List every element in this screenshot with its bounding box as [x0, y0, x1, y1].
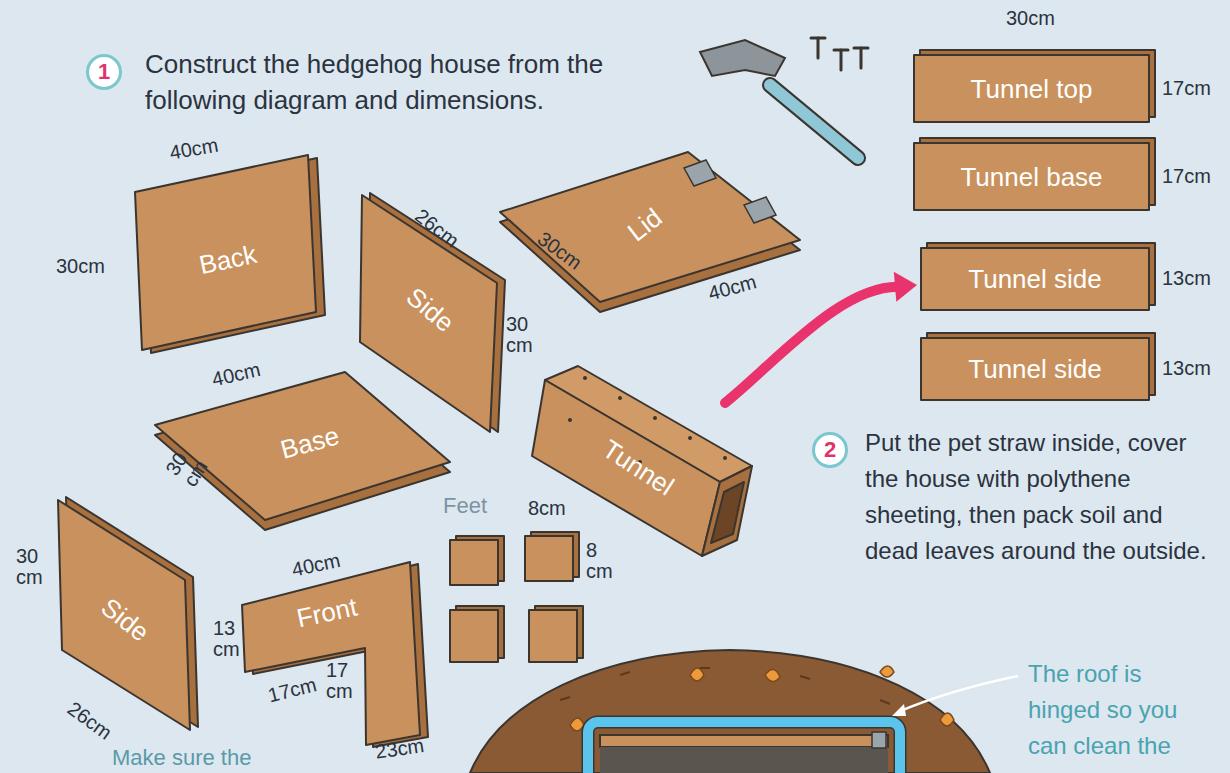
part-name: Tunnel top	[971, 73, 1093, 104]
part-name: Base	[277, 420, 342, 465]
dimension-label: 17 cm	[326, 660, 358, 702]
part-name: Front	[294, 592, 360, 635]
instruction-text: Construct the hedgehog house from the fo…	[145, 46, 645, 118]
wood-panel: Front	[252, 583, 402, 643]
part-name: Tunnel side	[968, 264, 1101, 295]
dimension-label: 40cm	[290, 550, 342, 581]
instruction-text: Put the pet straw inside, cover the hous…	[865, 425, 1210, 569]
callout-number: 2	[812, 432, 848, 468]
dimension-label: 8 cm	[586, 540, 618, 582]
dimension-label: 17cm	[1162, 166, 1211, 187]
wood-panel: Side	[372, 225, 487, 395]
callout-number: 1	[86, 54, 122, 90]
dimension-label: 17cm	[266, 674, 319, 706]
dimension-label: 23cm	[374, 735, 425, 763]
dimension-label: 30cm	[56, 256, 105, 277]
wood-panel: Tunnel	[550, 385, 725, 550]
wood-panel: Tunnel side	[921, 248, 1149, 310]
dimension-label: 26cm	[64, 698, 116, 744]
part-name: Side	[400, 281, 460, 338]
dimension-label: 13cm	[1162, 358, 1211, 379]
wood-panel: Tunnel base	[914, 143, 1149, 210]
dimension-label: Feet	[443, 494, 487, 517]
dimension-label: 30 cm	[506, 314, 538, 356]
wood-panel: Tunnel side	[921, 338, 1149, 400]
wood-panel: Tunnel top	[914, 55, 1149, 122]
wood-panel: Back	[148, 205, 308, 315]
part-name: Back	[197, 239, 260, 281]
dimension-label: 13cm	[1162, 268, 1211, 289]
dimension-label: 17cm	[1162, 78, 1211, 99]
part-name: Side	[94, 592, 154, 648]
part-name: Lid	[622, 202, 668, 248]
dimension-label: 13 cm	[213, 618, 245, 660]
dimension-label: 8cm	[528, 498, 566, 519]
dimension-label: 40cm	[210, 359, 262, 390]
dimension-label: 30cm	[1006, 8, 1055, 29]
dimension-label: 40cm	[168, 135, 220, 164]
dimension-label: 30 cm	[16, 546, 48, 588]
wood-panel: Base	[215, 395, 405, 490]
instruction-text: The roof is hinged so you can clean the	[1028, 656, 1220, 764]
wood-panel: Side	[72, 545, 177, 695]
part-name: Tunnel side	[968, 354, 1101, 385]
part-name: Tunnel base	[960, 161, 1102, 192]
part-name: Tunnel	[596, 433, 679, 502]
dimension-label: Make sure the	[112, 746, 251, 769]
